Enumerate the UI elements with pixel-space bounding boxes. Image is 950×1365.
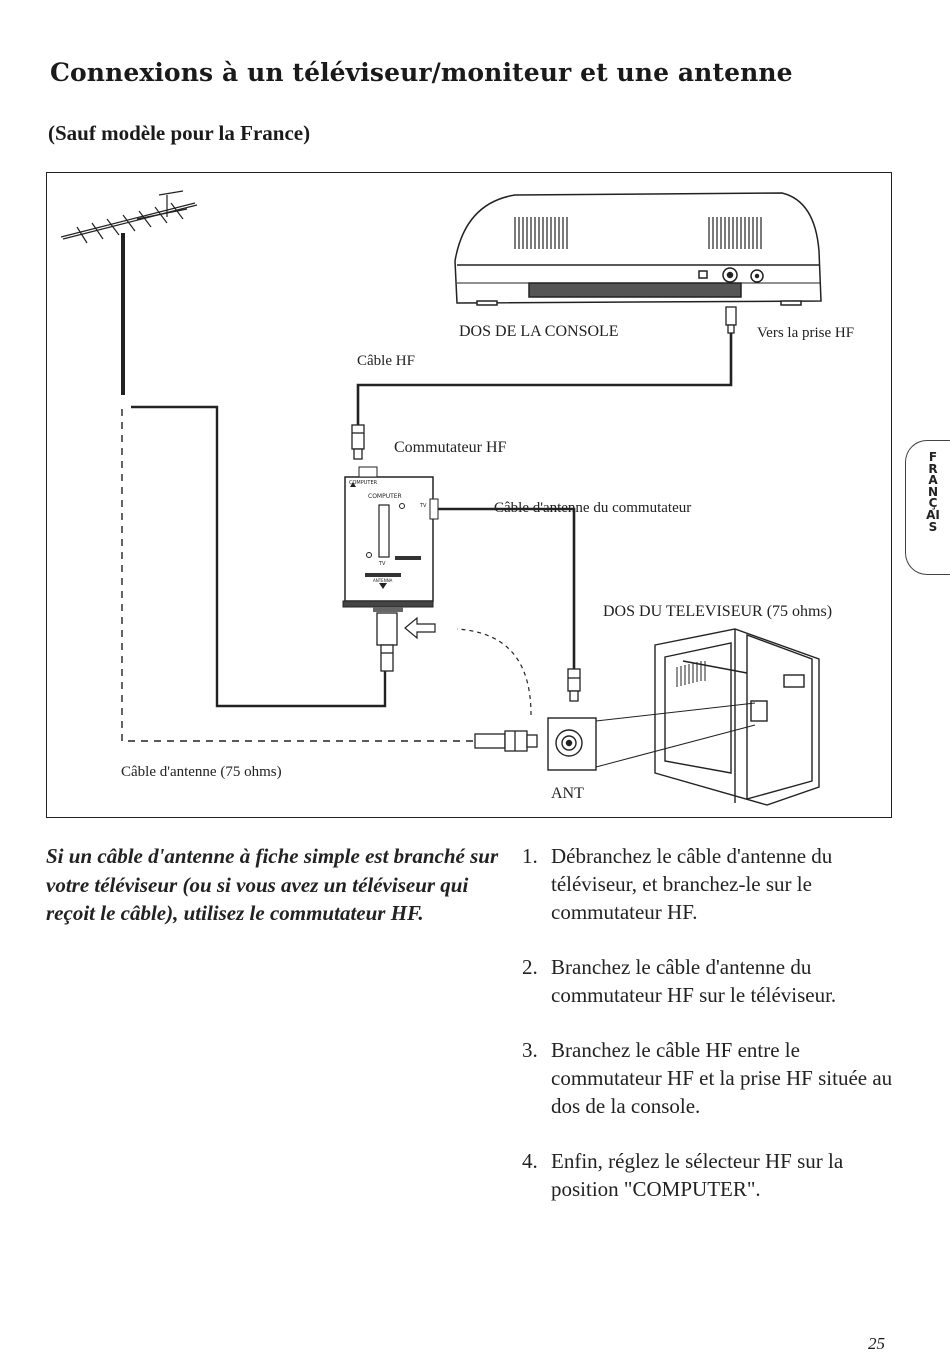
language-tab: [905, 440, 950, 575]
rf-cable-label: Câble HF: [357, 353, 415, 369]
switch-antenna-label: ANTENNA: [373, 578, 393, 583]
step-text: Débranchez le câble d'antenne du télévis…: [551, 844, 833, 924]
antenna-cable-dashed: [121, 409, 475, 742]
connection-diagram: DOS DE LA CONSOLE Vers la prise HF Câble…: [46, 172, 892, 818]
antenna-icon: [60, 190, 198, 395]
note-text: Si un câble d'antenne à fiche simple est…: [46, 844, 499, 925]
page-subtitle: (Sauf modèle pour la France): [48, 121, 311, 145]
step-4: 4. Enfin, réglez le sélecteur HF sur la p…: [522, 1147, 902, 1203]
step-2: 2. Branchez le câble d'antenne du commuta…: [522, 953, 902, 1009]
antenna-feed-cable: [131, 405, 387, 708]
page-number: 25: [868, 1334, 885, 1353]
step-1: 1. Débranchez le câble d'antenne du télév…: [522, 842, 902, 926]
step-3: 3. Branchez le câble HF entre le commutat…: [522, 1036, 902, 1120]
ant-connector-icon: [547, 702, 756, 771]
step-number: 1.: [522, 844, 538, 868]
rf-switch-label: Commutateur HF: [394, 439, 507, 456]
rf-jack-label: Vers la prise HF: [757, 325, 855, 341]
switch-antenna-plug: [376, 612, 398, 646]
switch-tv-label: TV: [379, 561, 386, 567]
switch-antenna-cable: [435, 507, 576, 673]
instruction-steps: 1. Débranchez le câble d'antenne du télév…: [522, 842, 902, 1230]
step-number: 2.: [522, 955, 538, 979]
antenna-cable-label: Câble d'antenne (75 ohms): [121, 764, 282, 780]
step-number: 3.: [522, 1038, 538, 1062]
step-text: Enfin, réglez le sélecteur HF sur la pos…: [551, 1149, 844, 1201]
step-text: Branchez le câble d'antenne du commutate…: [551, 955, 837, 1007]
switch-tv-out-label: TV: [420, 503, 427, 509]
rf-cable: [356, 323, 733, 433]
rf-cable-plug: [351, 424, 365, 450]
switch-antenna-cable-label: Câble d'antenne du commutateur: [494, 500, 692, 516]
ant-label: ANT: [551, 785, 584, 802]
tv-back-label: DOS DU TELEVISEUR (75 ohms): [603, 603, 833, 620]
console-icon: [454, 192, 822, 306]
language-tab-label: FRANÇAIS: [926, 450, 940, 534]
page-title: Connexions à un téléviseur/moniteur et u…: [50, 58, 793, 87]
tv-icon: [654, 628, 820, 806]
step-text: Branchez le câble HF entre le commutateu…: [551, 1038, 893, 1118]
arrow-icon: [404, 616, 436, 640]
step-number: 4.: [522, 1149, 538, 1173]
console-back-label: DOS DE LA CONSOLE: [459, 323, 619, 340]
switch-computer-label: COMPUTER: [368, 493, 402, 500]
diagram-drawing: [60, 190, 822, 806]
switch-computer-small-label: COMPUTER: [349, 480, 378, 486]
rf-switch-icon: [342, 466, 439, 612]
